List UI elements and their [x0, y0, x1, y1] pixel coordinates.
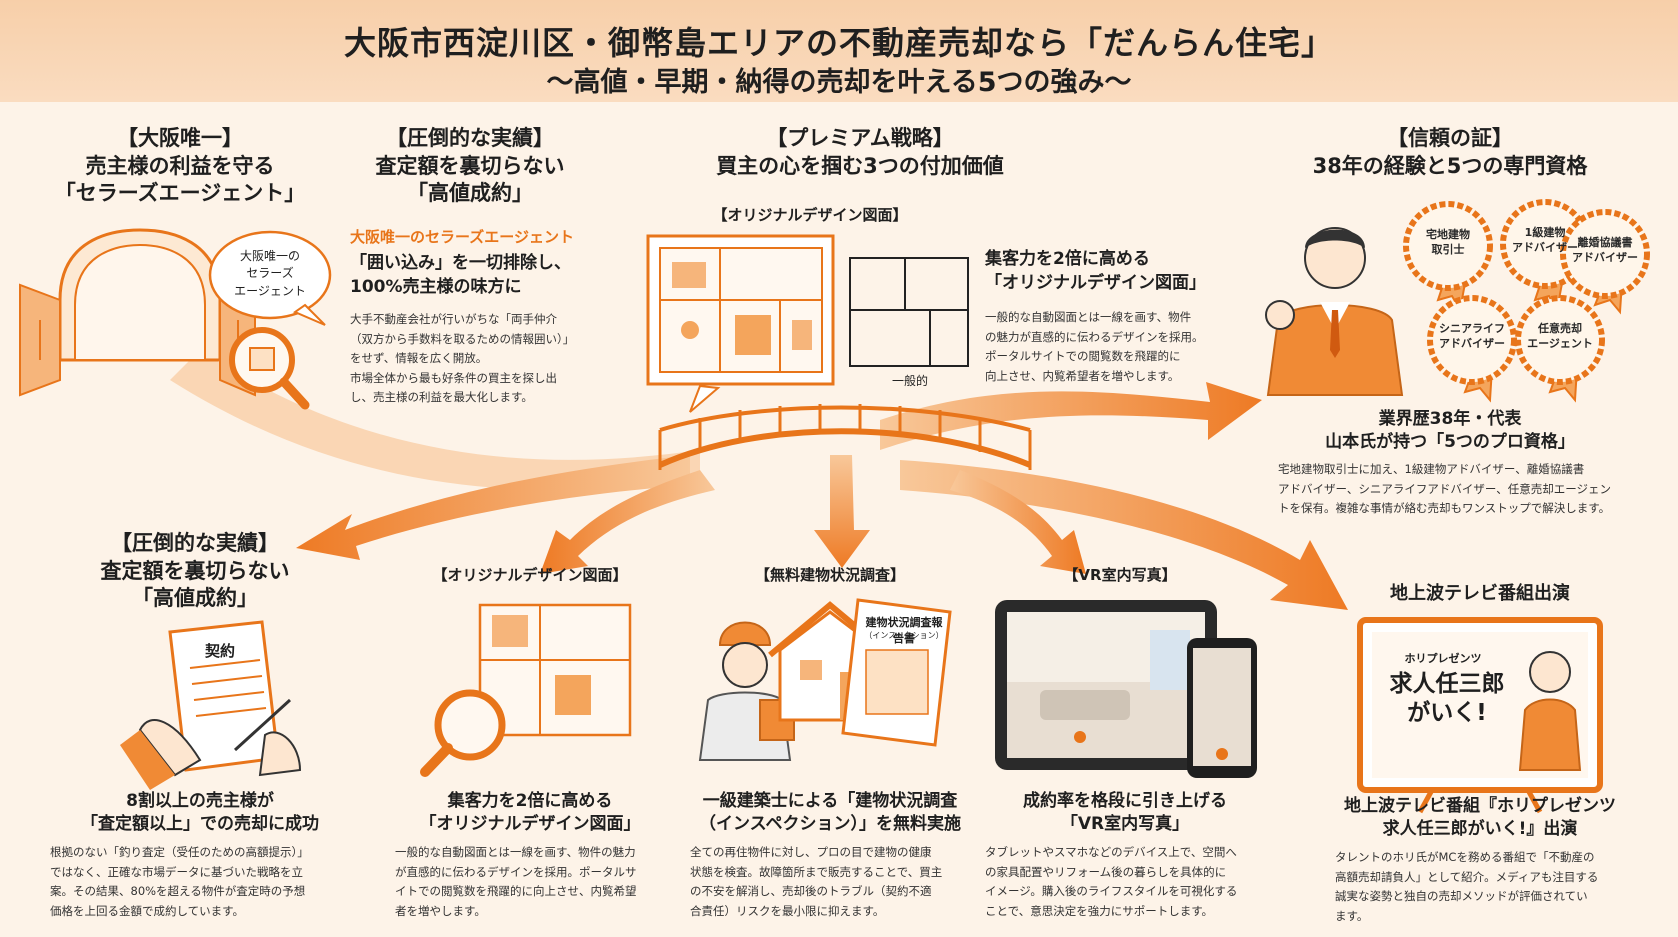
inspection-heading: 【無料建物状況調査】	[754, 566, 905, 584]
contract-icon	[120, 620, 302, 790]
tv-screen-small: ホリプレゼンツ	[1404, 652, 1482, 665]
trust-heading: 【信頼の証】 38年の経験と5つの専門資格	[1312, 126, 1588, 178]
tv-caption: 地上波テレビ番組『ホリプレゼンツ 求人任三郎がいく!』出演	[1344, 796, 1616, 840]
page-title: 大阪市西淀川区・御幣島エリアの不動産売却なら「だんらん住宅」	[343, 24, 1334, 62]
generic-plan-illustration	[849, 257, 969, 367]
track-record-lead: 「囲い込み」を一切排除し、 100%売主様の味方に	[350, 253, 571, 297]
inspection-doc-title: 建物状況調査報告書	[865, 616, 943, 645]
businessman-icon	[1265, 227, 1404, 396]
report-icon	[841, 598, 952, 747]
tv-screen-title: 求人任三郎 がいく!	[1389, 671, 1505, 726]
premium-lead: 集客力を2倍に高める 「オリジナルデザイン図面」	[985, 249, 1206, 293]
bridge	[658, 404, 1032, 470]
vr-body: タブレットやスマホなどのデバイス上で、空間へ の家具配置やリフォーム後の暮らしを…	[985, 845, 1238, 918]
track-record-top-heading: 【圧倒的な実績】 査定額を裏切らない 「高値成約」	[375, 126, 565, 206]
tv-heading: 地上波テレビ番組出演	[1390, 583, 1570, 604]
rosette-3	[1560, 209, 1650, 315]
generic-plan-label: 一般的	[891, 374, 928, 388]
premium-body: 一般的な自動図面とは一線を画す、物件 の魅力が直感的に伝わるデザインを採用。 ポ…	[985, 310, 1204, 383]
inspection-doc-sub: （インスペクション）	[864, 631, 944, 640]
premium-heading: 【プレミアム戦略】 買主の心を掴む3つの付加価値	[716, 126, 1004, 178]
rosette-badges	[1403, 199, 1650, 403]
tablet-icon	[995, 600, 1217, 770]
phone-icon	[1187, 638, 1257, 778]
arrow-to-record	[296, 455, 690, 560]
design-plan-body: 一般的な自動図面とは一線を画す、物件の魅力 が直感的に伝わるデザインを採用。ポー…	[395, 845, 637, 918]
badge-1-text: 宅地建物 取引士	[1426, 228, 1470, 256]
tv-icon	[1357, 617, 1603, 814]
bottom-plan-illustration	[420, 603, 632, 777]
tv-body: タレントのホリ氏がMCを務める番組で「不動産の 高額売却請負人」として紹介。メデ…	[1335, 850, 1599, 923]
track-record-bottom-caption: 8割以上の売主様が 「査定額以上」での売却に成功	[81, 791, 319, 835]
track-record-bottom-heading: 【圧倒的な実績】 査定額を裏切らない 「高値成約」	[100, 531, 290, 611]
badge-2-text: 1級建物 アドバイザー	[1512, 226, 1578, 254]
sellers-agent-bubble: 大阪唯一の セラーズ エージェント	[234, 249, 306, 298]
track-record-body: 大手不動産会社が行いがちな「両手仲介 （双方から手数料を取るための情報囲い）」 …	[350, 312, 575, 405]
rosette-5	[1515, 295, 1605, 403]
badge-4-text: シニアライフ アドバイザー	[1439, 322, 1505, 350]
magnifier-icon	[229, 327, 310, 410]
arrow-to-vr	[950, 470, 1086, 574]
premium-plan-label: 【オリジナルデザイン図面】	[712, 206, 908, 224]
sellers-agent-heading: 【大阪唯一】 売主様の利益を守る 「セラーズエージェント」	[54, 126, 306, 206]
badge-5-text: 任意売却 エージェント	[1527, 322, 1593, 350]
design-plan-heading: 【オリジナルデザイン図面】	[432, 566, 628, 584]
contract-title: 契約	[204, 642, 235, 660]
trust-body: 宅地建物取引士に加え、1級建物アドバイザー、離婚協議書 アドバイザー、シニアライ…	[1278, 462, 1612, 516]
track-record-accent: 大阪唯一のセラーズエージェント	[350, 228, 574, 246]
design-plan-illustration	[646, 234, 835, 413]
inspection-caption: 一級建築士による「建物状況調査 （インスペクション）」を無料実施	[699, 791, 961, 835]
speech-bubble	[208, 230, 332, 326]
vr-heading: 【VR室内写真】	[1063, 566, 1177, 584]
vr-caption: 成約率を格段に引き上げる 「VR室内写真」	[1023, 791, 1227, 835]
arrow-to-plan	[540, 470, 715, 574]
page-subtitle: 〜高値・早期・納得の売却を叶える5つの強み〜	[546, 67, 1132, 98]
page-header: 大阪市西淀川区・御幣島エリアの不動産売却なら「だんらん住宅」 〜高値・早期・納得…	[0, 0, 1678, 102]
arrow-to-inspection	[814, 455, 870, 568]
trust-caption: 業界歴38年・代表 山本氏が持つ「5つのプロ資格」	[1325, 409, 1575, 453]
track-record-bottom-body: 根拠のない「釣り査定（受任のための高額提示）」 ではなく、正確な市場データに基づ…	[50, 845, 309, 918]
inspection-body: 全ての再住物件に対し、プロの目で建物の健康 状態を検査。故障箇所まで販売すること…	[690, 845, 943, 918]
arrow-to-trust	[880, 382, 1262, 450]
badge-3-text: 離婚協議書 アドバイザー	[1572, 236, 1638, 264]
design-plan-caption: 集客力を2倍に高める 「オリジナルデザイン図面」	[419, 791, 641, 835]
rosette-4	[1427, 295, 1517, 403]
